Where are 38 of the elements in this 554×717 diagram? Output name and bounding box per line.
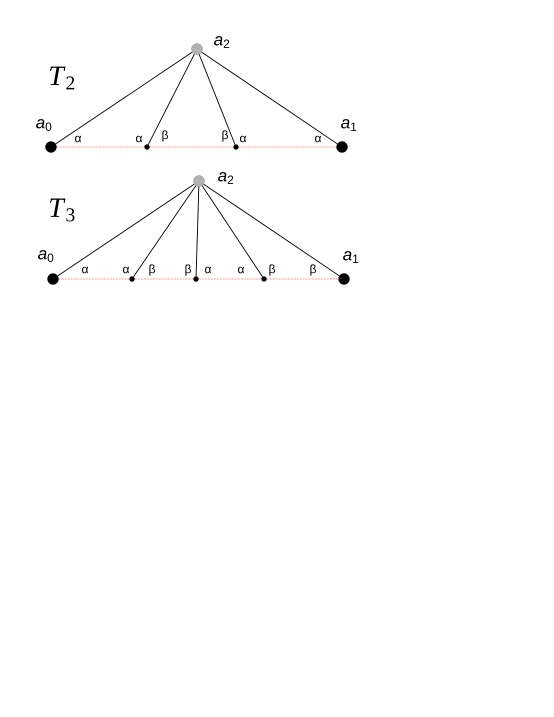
angle-label: β <box>310 264 316 276</box>
edge-line <box>198 54 236 145</box>
baseline <box>56 146 144 148</box>
vertex-label: a$_{2}$ <box>218 172 234 184</box>
edge-line <box>57 184 195 276</box>
figure-title: T$_{2}$ <box>50 66 74 90</box>
angle-label: β <box>222 130 228 142</box>
angle-label: β <box>149 264 155 276</box>
angle-label: β <box>269 264 275 276</box>
angle-label: β <box>185 264 191 276</box>
angle-label: α <box>240 136 246 142</box>
angle-label: α <box>75 136 82 142</box>
angle-label: α <box>238 266 244 274</box>
edge-line <box>201 52 338 144</box>
angle-label: α <box>136 136 142 142</box>
edge-line <box>203 184 340 276</box>
edge-line <box>202 185 263 278</box>
angle-label: β <box>162 130 168 142</box>
vertex-label: a$_{1}$ <box>343 251 358 263</box>
vertex-label: a$_{2}$ <box>214 36 230 48</box>
baseline <box>266 278 338 280</box>
vertex-label: a$_{0}$ <box>38 250 54 262</box>
edge-line <box>196 186 200 277</box>
baseline <box>134 278 194 280</box>
edge-line <box>133 185 196 278</box>
vertex-label: a$_{0}$ <box>36 119 52 131</box>
vertex-label: a$_{1}$ <box>341 119 356 131</box>
edge-line <box>148 54 195 146</box>
angle-label: α <box>123 266 130 274</box>
baseline <box>150 146 234 148</box>
angle-label: α <box>205 266 212 274</box>
baseline <box>58 278 130 280</box>
baseline <box>238 146 336 148</box>
edge-line <box>55 52 193 144</box>
figure-title: T$_{3}$ <box>50 198 74 222</box>
baseline <box>198 278 262 280</box>
angle-label: α <box>82 266 88 274</box>
angle-label: α <box>315 136 322 142</box>
